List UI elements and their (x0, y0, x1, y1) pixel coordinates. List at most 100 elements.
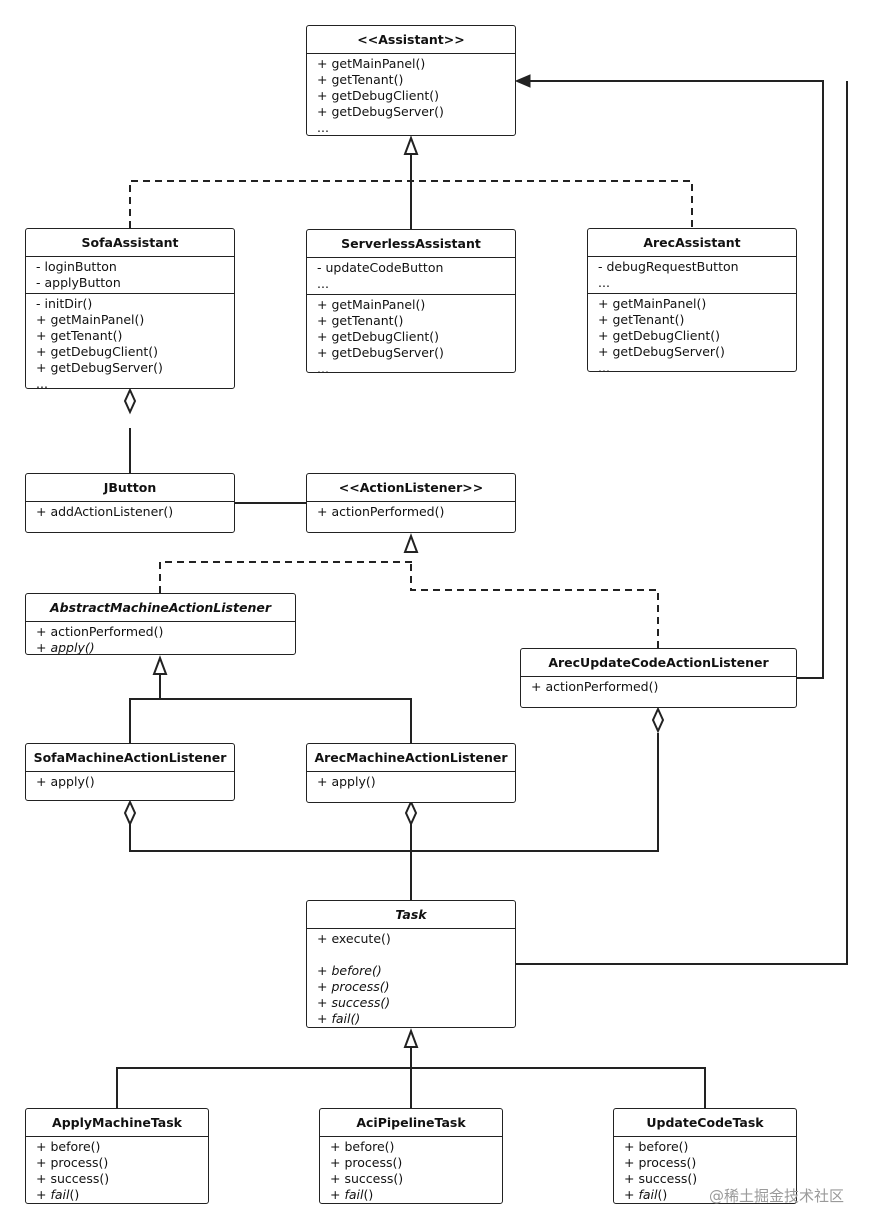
class-member: ... (36, 376, 48, 389)
class-member: - debugRequestButton (598, 259, 739, 274)
class-section: + getMainPanel()+ getTenant()+ getDebugC… (307, 54, 515, 135)
class-member: ... (317, 361, 329, 373)
class-member: + process() (36, 1155, 109, 1170)
class-member: + success() (330, 1171, 404, 1186)
class-box-action-listener: <<ActionListener>> + actionPerformed() (306, 473, 516, 533)
realization-line-abstract (159, 556, 412, 593)
class-title: ArecAssistant (588, 229, 796, 257)
class-title: ApplyMachineTask (26, 1109, 208, 1137)
class-member: ... (598, 360, 610, 372)
class-section: + before()+ process()+ success()+ fail() (320, 1137, 502, 1203)
class-section: + actionPerformed()+ apply() (26, 622, 295, 655)
class-box-arec-assistant: ArecAssistant- debugRequestButton...+ ge… (587, 228, 797, 372)
class-member: + actionPerformed() (36, 624, 164, 639)
class-box-task: Task+ execute()+ before()+ process()+ su… (306, 900, 516, 1028)
triangle-head-task (403, 1028, 419, 1048)
class-member: - updateCodeButton (317, 260, 444, 275)
class-box-jbutton: JButton + addActionListener() (25, 473, 235, 533)
class-member: + success() (624, 1171, 698, 1186)
class-title: AbstractMachineActionListener (26, 594, 295, 622)
class-title: JButton (26, 474, 234, 502)
class-box-update-code-task: UpdateCodeTask+ before()+ process()+ suc… (613, 1108, 797, 1204)
class-box-arec-update-code-action-listener: ArecUpdateCodeActionListener + actionPerf… (520, 648, 797, 708)
class-section: + apply() (307, 772, 515, 792)
class-member: + process() (330, 1155, 403, 1170)
class-title: <<ActionListener>> (307, 474, 515, 502)
class-member: + getDebugServer() (317, 104, 444, 119)
association-line-arec-update-assistant (530, 80, 824, 679)
diamond-arec-update (651, 706, 665, 734)
class-title: ServerlessAssistant (307, 230, 515, 258)
class-member: + getDebugClient() (317, 88, 440, 103)
class-section: - updateCodeButton... (307, 258, 515, 295)
class-member: + fail() (36, 1187, 80, 1202)
class-section: + addActionListener() (26, 502, 234, 522)
class-box-sofa-machine-action-listener: SofaMachineActionListener + apply() (25, 743, 235, 801)
class-section: + actionPerformed() (307, 502, 515, 522)
class-box-aci-pipeline-task: AciPipelineTask+ before()+ process()+ su… (319, 1108, 503, 1204)
class-member: + process() (317, 979, 390, 994)
class-member: - loginButton (36, 259, 117, 274)
class-member: ... (317, 276, 329, 291)
class-member (317, 947, 515, 963)
aggregation-line-listeners-task (129, 733, 659, 852)
class-member: + success() (317, 995, 391, 1010)
diamond-arec-machine (404, 799, 418, 827)
class-member: + getMainPanel() (317, 56, 426, 71)
generalization-line-machine-listeners (129, 674, 412, 743)
diamond-sofa-assistant (123, 387, 137, 415)
class-section: + execute()+ before()+ process()+ succes… (307, 929, 515, 1027)
class-member: ... (598, 275, 610, 290)
class-member: + getDebugClient() (36, 344, 159, 359)
class-section: + before()+ process()+ success()+ fail() (614, 1137, 796, 1203)
class-title: SofaMachineActionListener (26, 744, 234, 772)
class-member: + getMainPanel() (317, 297, 426, 312)
class-box-serverless-assistant: ServerlessAssistant- updateCodeButton...… (306, 229, 516, 373)
realization-line-arec-update (410, 562, 659, 648)
class-member: + fail() (317, 1011, 361, 1026)
class-member: + before() (624, 1139, 689, 1154)
class-member: + success() (36, 1171, 110, 1186)
class-section: + actionPerformed() (521, 677, 796, 697)
class-member: + addActionListener() (36, 504, 174, 519)
class-member: + getDebugClient() (317, 329, 440, 344)
class-member: + before() (330, 1139, 395, 1154)
class-member: + getMainPanel() (598, 296, 707, 311)
diamond-sofa-machine (123, 799, 137, 827)
class-member: + apply() (36, 640, 95, 655)
class-member: - initDir() (36, 296, 93, 311)
class-box-arec-machine-action-listener: ArecMachineActionListener + apply() (306, 743, 516, 803)
class-section: + apply() (26, 772, 234, 792)
class-title: UpdateCodeTask (614, 1109, 796, 1137)
triangle-head-abstract (152, 655, 168, 675)
triangle-head-actionlistener (403, 533, 419, 553)
class-box-assistant: <<Assistant>>+ getMainPanel()+ getTenant… (306, 25, 516, 136)
class-section: - loginButton- applyButton (26, 257, 234, 294)
class-member: + getTenant() (36, 328, 123, 343)
class-title: ArecMachineActionListener (307, 744, 515, 772)
class-member: + apply() (36, 774, 95, 789)
class-member: + getDebugClient() (598, 328, 721, 343)
class-section: + getMainPanel()+ getTenant()+ getDebugC… (307, 295, 515, 373)
class-member: + getMainPanel() (36, 312, 145, 327)
class-box-sofa-assistant: SofaAssistant- loginButton- applyButton-… (25, 228, 235, 389)
class-section: + getMainPanel()+ getTenant()+ getDebugC… (588, 294, 796, 372)
generalization-line-tasks (116, 1047, 706, 1108)
class-member: + before() (317, 963, 382, 978)
class-box-apply-machine-task: ApplyMachineTask+ before()+ process()+ s… (25, 1108, 209, 1204)
class-box-abstract-machine-action-listener: AbstractMachineActionListener+ actionPer… (25, 593, 296, 655)
class-title: Task (307, 901, 515, 929)
class-member: + process() (624, 1155, 697, 1170)
class-title: ArecUpdateCodeActionListener (521, 649, 796, 677)
class-title: AciPipelineTask (320, 1109, 502, 1137)
class-member: + actionPerformed() (531, 679, 659, 694)
class-member: + actionPerformed() (317, 504, 445, 519)
class-title: SofaAssistant (26, 229, 234, 257)
class-member: - applyButton (36, 275, 121, 290)
class-member: + getTenant() (317, 313, 404, 328)
class-member: + apply() (317, 774, 376, 789)
watermark: @稀土掘金技术社区 (708, 1187, 844, 1205)
class-member: + getDebugServer() (317, 345, 444, 360)
class-member: + getDebugServer() (36, 360, 163, 375)
